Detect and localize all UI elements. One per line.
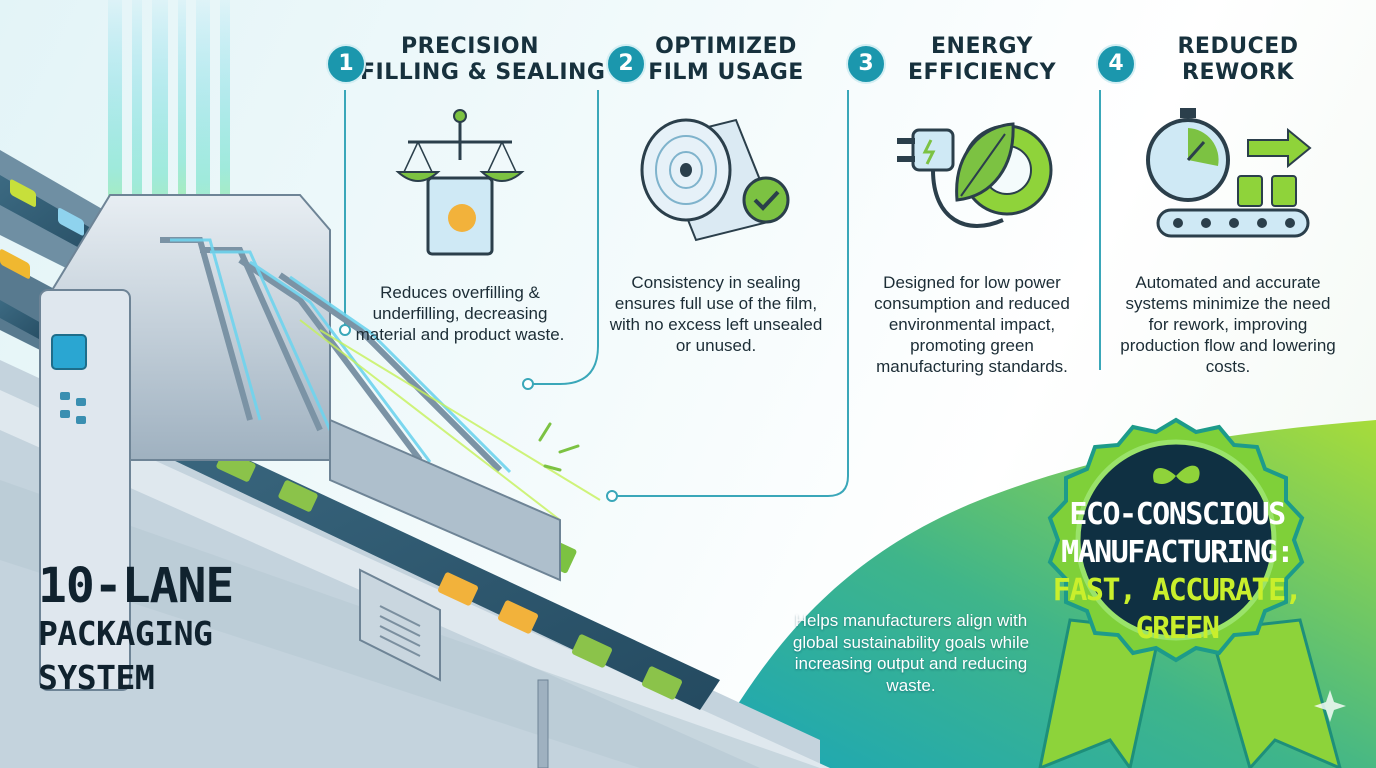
stopwatch-conveyor-icon — [1146, 108, 1312, 238]
sparkle-marks — [538, 422, 580, 472]
scale-with-pouch-icon — [395, 109, 525, 256]
plug-leaf-gear-icon — [897, 122, 1053, 228]
feature-title: PRECISION FILLING & SEALING — [360, 34, 606, 85]
sparkle-star-icon — [1314, 690, 1346, 722]
film-roll-check-icon — [640, 118, 790, 242]
badge-line: MANUFACTURING: — [1061, 535, 1294, 570]
feature-energy: 3 ENERGY EFFICIENCY Designed for low pow… — [846, 34, 1092, 377]
connector-lines — [344, 90, 1101, 497]
feature-title: REDUCED REWORK — [1177, 34, 1299, 85]
badge-line: ECO-CONSCIOUS — [1069, 497, 1286, 532]
eco-badge-text: ECO-CONSCIOUS MANUFACTURING: FAST, ACCUR… — [1010, 496, 1344, 648]
feature-precision: 1 PRECISION FILLING & SEALING Reduces ov… — [326, 34, 606, 345]
feature-rework: 4 REDUCED REWORK Automated and accurate … — [1096, 34, 1348, 377]
feature-number-badge: 1 — [326, 44, 366, 84]
feature-number-badge: 3 — [846, 44, 886, 84]
feature-number-badge: 2 — [606, 44, 646, 84]
badge-line: GREEN — [1135, 611, 1220, 646]
feature-description: Automated and accurate systems minimize … — [1120, 273, 1336, 376]
sustainability-text: Helps manufacturers align with global su… — [792, 611, 1030, 695]
machine-body-shape — [38, 194, 601, 768]
main-title-line: 10-LANE — [38, 558, 234, 614]
feature-number-badge: 4 — [1096, 44, 1136, 84]
feature-title: ENERGY EFFICIENCY — [907, 34, 1057, 85]
badge-line: FAST, ACCURATE, — [1052, 573, 1303, 608]
eco-badge-shape — [1038, 417, 1342, 768]
feature-film-usage: 2 OPTIMIZED FILM USAGE Consistency in se… — [596, 34, 836, 356]
feature-description: Reduces overfilling & underfilling, decr… — [355, 283, 565, 344]
feature-description: Consistency in sealing ensures full use … — [609, 273, 823, 355]
main-title-line: PACKAGING — [38, 614, 213, 653]
feature-description: Designed for low power consumption and r… — [874, 273, 1070, 376]
feature-title: OPTIMIZED FILM USAGE — [648, 34, 804, 85]
main-title: 10-LANE PACKAGING SYSTEM — [38, 560, 298, 700]
main-title-line: SYSTEM — [38, 658, 155, 697]
